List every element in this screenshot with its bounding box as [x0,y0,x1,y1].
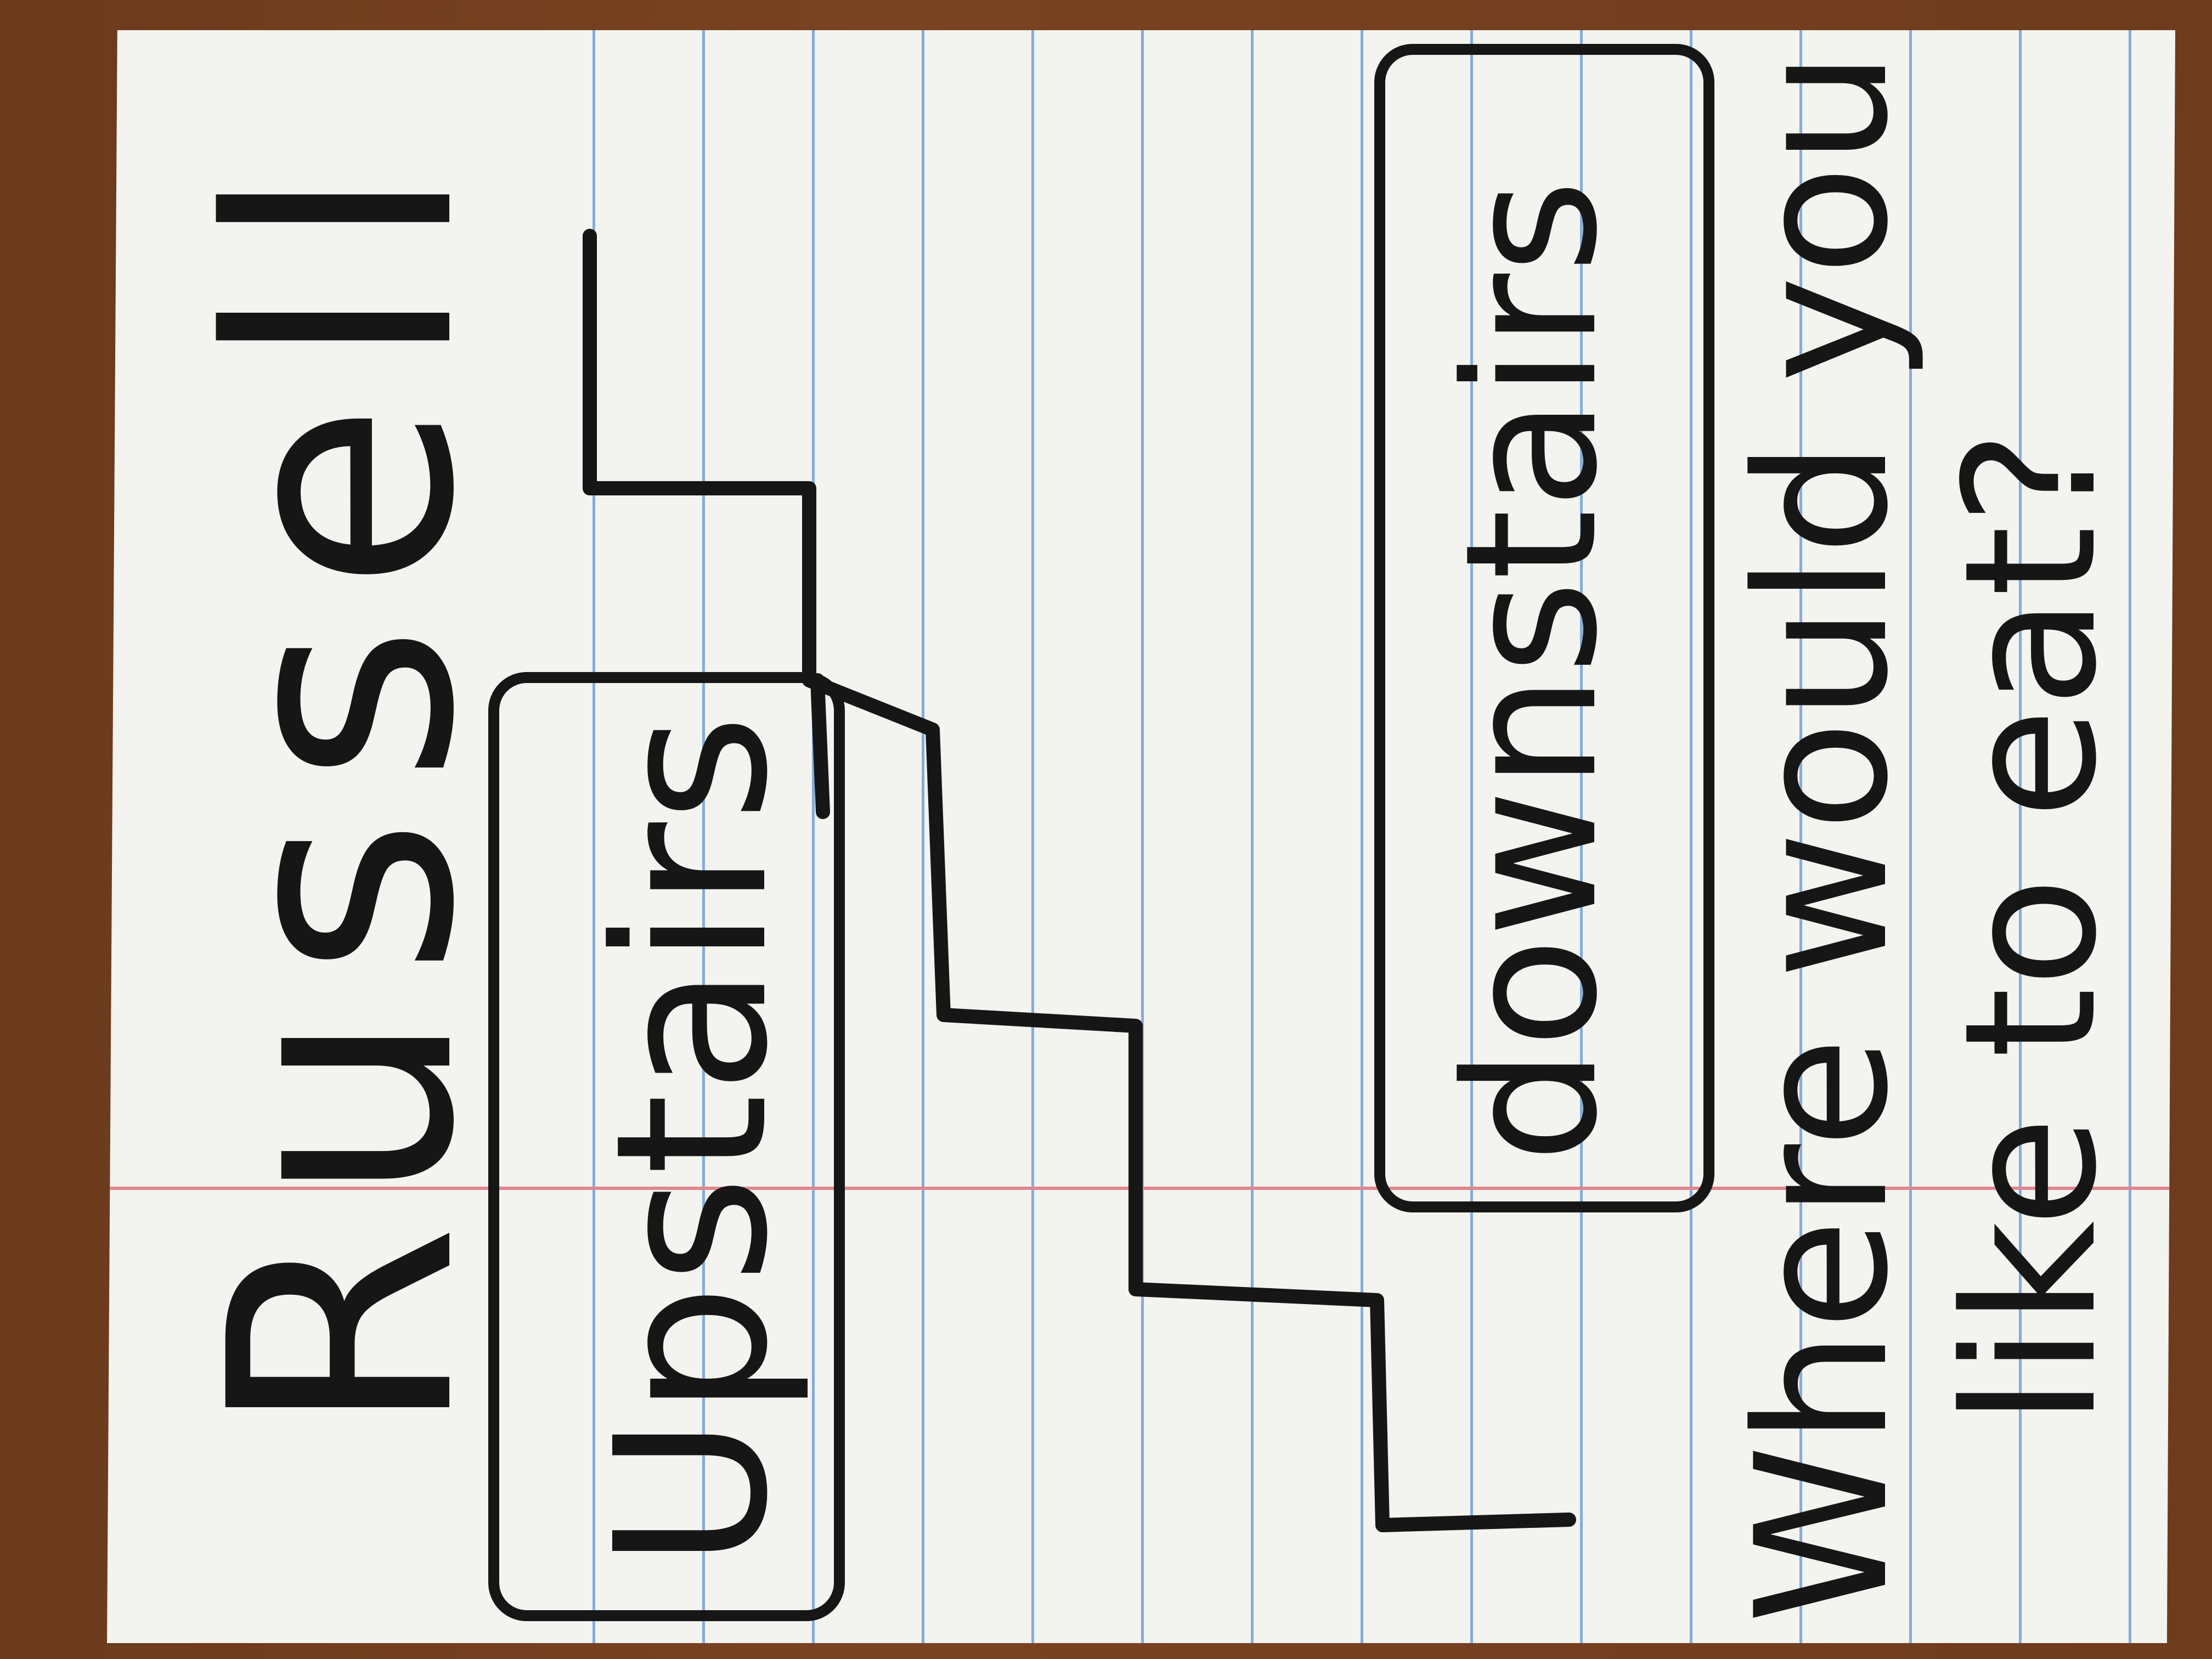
rule-line [922,30,924,1643]
downstairs-label: downstairs [1426,179,1637,1163]
upstairs-box [488,672,845,1621]
title-russell: Russell [165,132,522,1437]
rule-line [1690,30,1692,1643]
upstairs-label: Upstairs [571,714,814,1569]
downstairs-box [1374,44,1714,1212]
rule-line [1470,30,1473,1643]
rule-line [702,30,705,1643]
question-line-1: Where would you [1717,50,1928,1624]
rule-line [1361,30,1363,1643]
rule-line [812,30,815,1643]
rule-line [592,30,595,1643]
rule-line [1580,30,1583,1643]
rule-line [2019,30,2022,1643]
rule-line [2129,30,2131,1643]
question-line-2: like to eat? [1926,430,2136,1426]
rule-line [1031,30,1034,1643]
rule-line [1909,30,1912,1643]
lined-paper [107,30,2175,1643]
rule-line [1141,30,1144,1643]
rule-line [1799,30,1802,1643]
rule-line [1251,30,1254,1643]
